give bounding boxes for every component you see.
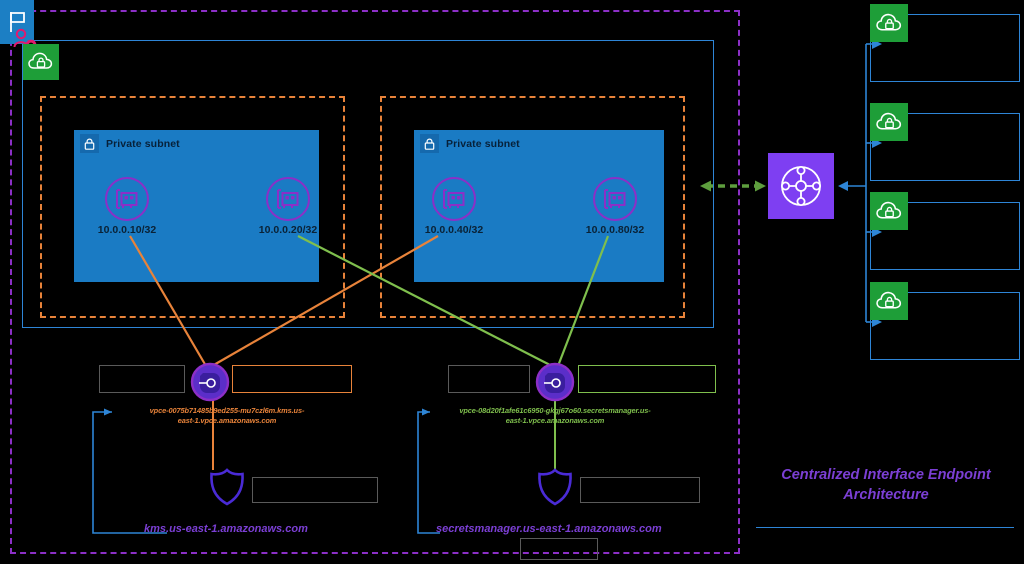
- diagram-title-line2: Architecture: [843, 486, 929, 503]
- spoke-vpc-4: [870, 292, 1020, 360]
- vpc-cloud-icon: [870, 4, 908, 42]
- route53-shield-icon: [206, 466, 248, 508]
- secretsmanager-endpoint-dns-line2: east-1.vpce.amazonaws.com: [505, 415, 605, 425]
- network-interface-icon: [431, 176, 477, 222]
- private-subnet-2-label: Private subnet: [446, 137, 520, 150]
- vpc-endpoint-icon: [535, 362, 575, 402]
- secretsmanager-endpoint-dns-line1: vpce-08d20f1afe61c6950-gkgj67o60.secrets…: [459, 406, 651, 415]
- secretsmanager-hosted-zone-label: secretsmanager.us-east-1.amazonaws.com: [436, 523, 662, 535]
- spoke-vpc-2: [870, 113, 1020, 181]
- private-subnet-1-label: Private subnet: [106, 137, 180, 150]
- spoke-vpc-1: [870, 14, 1020, 82]
- lock-icon: [420, 134, 439, 153]
- network-interface-4-ip: 10.0.0.80/32: [585, 224, 645, 236]
- kms-hosted-zone-label: kms.us-east-1.amazonaws.com: [144, 523, 308, 535]
- bottom-blank-box: [520, 538, 598, 560]
- network-interface-2-ip: 10.0.0.20/32: [258, 224, 318, 236]
- diagram-title-line1: Centralized Interface Endpoint: [781, 467, 991, 483]
- secretsmanager-endpoint-dns: vpce-08d20f1afe61c6950-gkgj67o60.secrets…: [420, 406, 690, 426]
- kms-endpoint-left-box: [99, 365, 185, 393]
- title-underline: [756, 527, 1014, 528]
- aws-region-boundary: [10, 10, 740, 554]
- transit-gateway-icon: [768, 153, 834, 219]
- secretsmanager-endpoint-right-box: [578, 365, 716, 393]
- network-interface-icon: [592, 176, 638, 222]
- kms-endpoint-dns: vpce-0075b71485b9ed255-mu7czl6m.kms.us- …: [112, 406, 342, 426]
- vpc-cloud-icon: [23, 44, 59, 80]
- lock-icon: [80, 134, 99, 153]
- private-subnet-1-header: Private subnet: [74, 130, 186, 157]
- diagram-title: Centralized Interface Endpoint Architect…: [752, 466, 1020, 505]
- vpc-cloud-icon: [870, 103, 908, 141]
- vpc-cloud-icon: [870, 282, 908, 320]
- private-subnet-2-header: Private subnet: [414, 130, 526, 157]
- secretsmanager-endpoint-left-box: [448, 365, 530, 393]
- vpc-endpoint-icon: [190, 362, 230, 402]
- route53-shield-icon: [534, 466, 576, 508]
- kms-hosted-zone-box: [252, 477, 378, 503]
- kms-endpoint-dns-line1: vpce-0075b71485b9ed255-mu7czl6m.kms.us-: [149, 406, 305, 415]
- spoke-vpc-3: [870, 202, 1020, 270]
- network-interface-1-ip: 10.0.0.10/32: [97, 224, 157, 236]
- network-interface-icon: [104, 176, 150, 222]
- kms-endpoint-right-box: [232, 365, 352, 393]
- network-interface-3-ip: 10.0.0.40/32: [424, 224, 484, 236]
- vpc-cloud-icon: [870, 192, 908, 230]
- network-interface-icon: [265, 176, 311, 222]
- kms-endpoint-dns-line2: east-1.vpce.amazonaws.com: [177, 415, 277, 425]
- secretsmanager-hosted-zone-box: [580, 477, 700, 503]
